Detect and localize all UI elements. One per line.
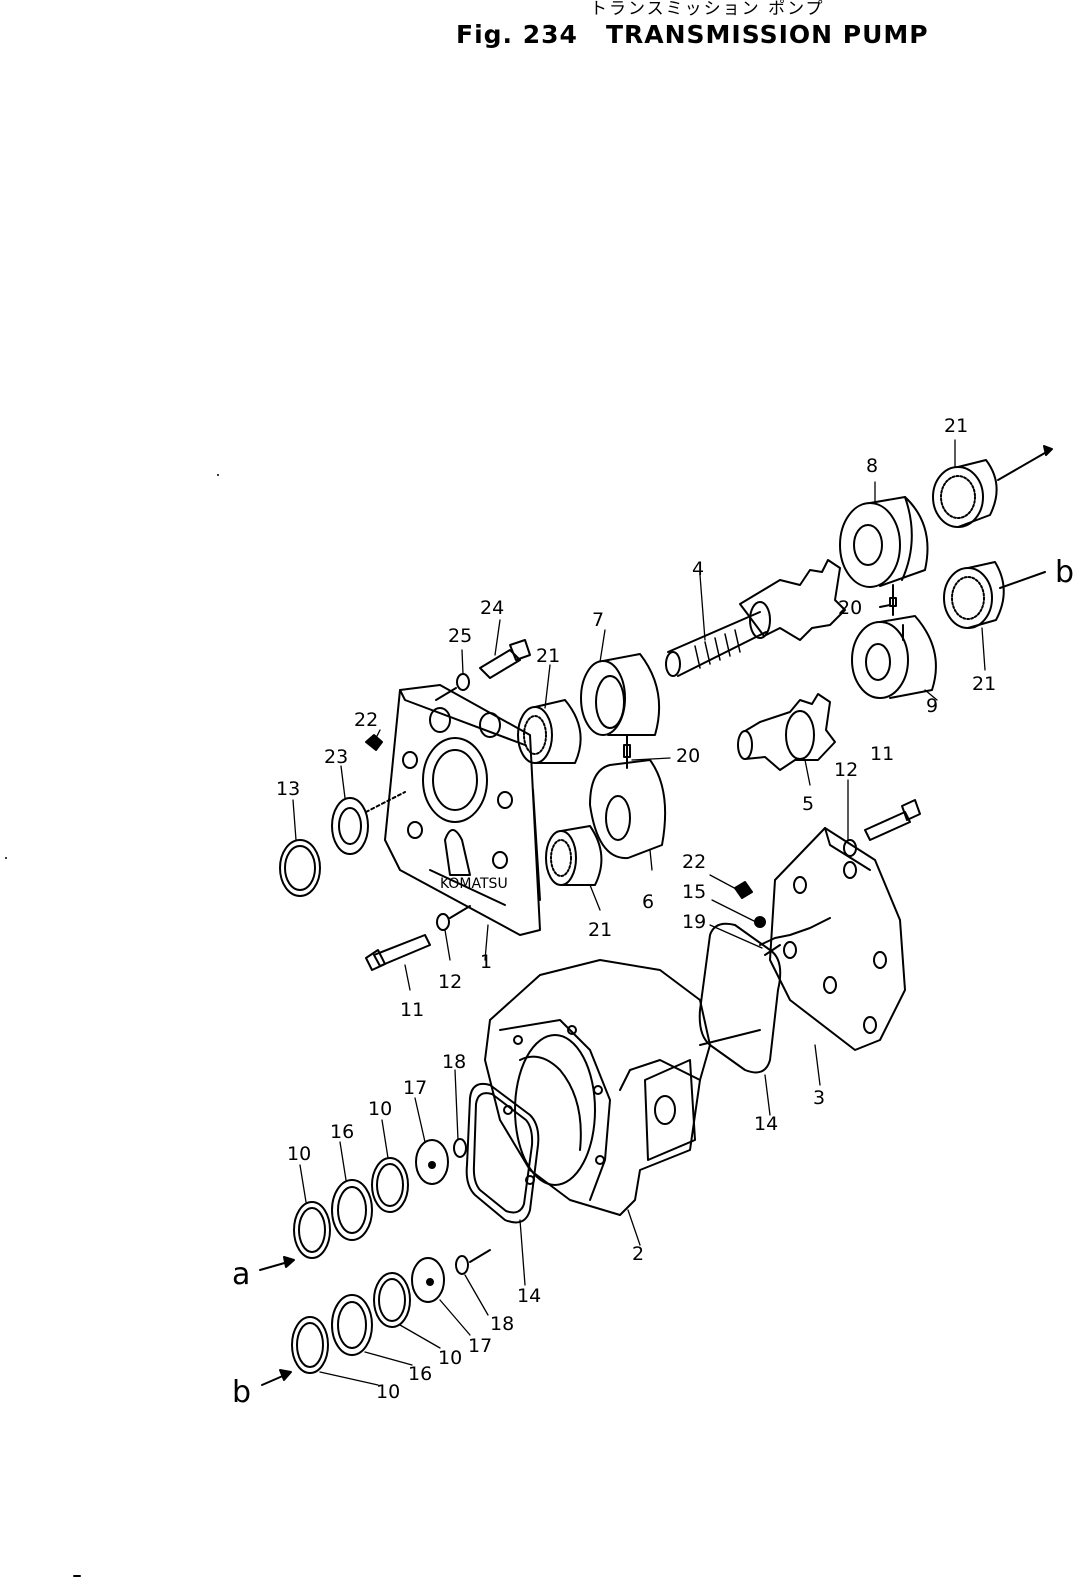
- part-7-bushing: [580, 653, 661, 736]
- callout-21: 21: [944, 415, 968, 437]
- callout-12: 12: [834, 759, 858, 781]
- part-14-oring-right: [698, 922, 782, 1074]
- part-6-bushing: [589, 759, 667, 860]
- part-13-snap-ring: [279, 839, 321, 897]
- part-23-oil-seal: [331, 791, 406, 855]
- scan-speck: [217, 474, 219, 476]
- callout-14: 14: [517, 1285, 541, 1307]
- callout-10: 10: [287, 1143, 311, 1165]
- callout-3: 3: [813, 1087, 825, 1109]
- callout-20: 20: [838, 597, 862, 619]
- part-18-plug-upper: [453, 1138, 467, 1158]
- part-1-front-cover: KOMATSU: [384, 684, 541, 936]
- figure-name: TRANSMISSION PUMP: [605, 20, 929, 49]
- part-9-bushing: [851, 615, 937, 699]
- figure-title: Fig. 234 TRANSMISSION PUMP: [456, 20, 929, 50]
- callout-4: 4: [692, 558, 704, 580]
- part-18-plug-lower: [455, 1249, 491, 1275]
- part-21-bearing-right: [943, 561, 1046, 629]
- callout-7: 7: [592, 609, 604, 631]
- callout-13: 13: [276, 778, 300, 800]
- part-4-drive-shaft: [665, 559, 846, 677]
- callout-21: 21: [972, 673, 996, 695]
- part-21-bearing-top: [932, 445, 1053, 528]
- callout-22: 22: [682, 851, 706, 873]
- callout-5: 5: [802, 793, 814, 815]
- callout-9: 9: [926, 695, 938, 717]
- part-5-driven-gear: [737, 693, 836, 771]
- callout-6: 6: [642, 891, 654, 913]
- callout-16: 16: [330, 1121, 354, 1143]
- part-11-bolt-left: [365, 934, 431, 971]
- callout-b: b: [232, 1375, 251, 1410]
- callout-25: 25: [448, 625, 472, 647]
- part-21-bearing-left-lower: [545, 825, 603, 886]
- callout-18: 18: [490, 1313, 514, 1335]
- callout-20: 20: [676, 745, 700, 767]
- callout-18: 18: [442, 1051, 466, 1073]
- callout-22: 22: [354, 709, 378, 731]
- scan-speck: [5, 857, 7, 859]
- part-10-ring-lower-1: [373, 1272, 411, 1328]
- arrow-a: [259, 1256, 295, 1271]
- part-22-plug-right: [734, 881, 753, 899]
- callout-15: 15: [682, 881, 706, 903]
- part-16-ring-upper: [331, 1179, 373, 1241]
- callout-11: 11: [400, 999, 424, 1021]
- part-8-bushing: [839, 496, 929, 588]
- part-21-bearing-left-upper: [517, 699, 582, 764]
- callout-17: 17: [468, 1335, 492, 1357]
- part-10-ring-upper-1: [371, 1157, 409, 1213]
- callout-2: 2: [632, 1243, 644, 1265]
- callout-10: 10: [438, 1347, 462, 1369]
- part-11-bolt-right: [864, 799, 921, 841]
- callout-8: 8: [866, 455, 878, 477]
- part-20-pin-upper: [879, 584, 897, 616]
- part-24-bolt: [479, 639, 531, 679]
- callout-10: 10: [368, 1098, 392, 1120]
- part-10-ring-lower-2: [291, 1316, 329, 1374]
- callout-16: 16: [408, 1363, 432, 1385]
- callout-17: 17: [403, 1077, 427, 1099]
- part-3-rear-cover: [769, 827, 906, 1051]
- part-16-ring-lower: [331, 1294, 373, 1356]
- part-12-washer-left: [436, 905, 471, 931]
- callout-12: 12: [438, 971, 462, 993]
- part-25-washer: [435, 673, 470, 701]
- callout-21: 21: [536, 645, 560, 667]
- callout-11: 11: [870, 743, 894, 765]
- callout-14: 14: [754, 1113, 778, 1135]
- arrow-b: [261, 1369, 292, 1386]
- part-19-spring: [759, 917, 831, 956]
- figure-number: Fig. 234: [456, 20, 578, 49]
- part-17-cover-lower: [411, 1257, 445, 1303]
- part-10-ring-upper-2: [293, 1201, 331, 1259]
- callout-labels: 21 8 4 20 b 24 25 7 21 21 9 22 20 23 13 …: [232, 415, 1074, 1410]
- part-17-cover-upper: [415, 1139, 449, 1185]
- callout-1: 1: [480, 951, 492, 973]
- part-22-plug-left: [365, 734, 383, 751]
- callout-10: 10: [376, 1381, 400, 1403]
- callout-21: 21: [588, 919, 612, 941]
- callout-b: b: [1055, 555, 1074, 590]
- callout-24: 24: [480, 597, 504, 619]
- title-japanese: トランスミッション ポンプ: [590, 0, 825, 19]
- part-2-pump-body: [484, 959, 761, 1216]
- callout-23: 23: [324, 746, 348, 768]
- svg-text:KOMATSU: KOMATSU: [440, 876, 508, 892]
- callout-a: a: [232, 1257, 250, 1292]
- leader-lines: [292, 439, 986, 1386]
- part-12-washer-right: [843, 839, 857, 857]
- callout-19: 19: [682, 911, 706, 933]
- part-14-oring-left: [465, 1082, 540, 1224]
